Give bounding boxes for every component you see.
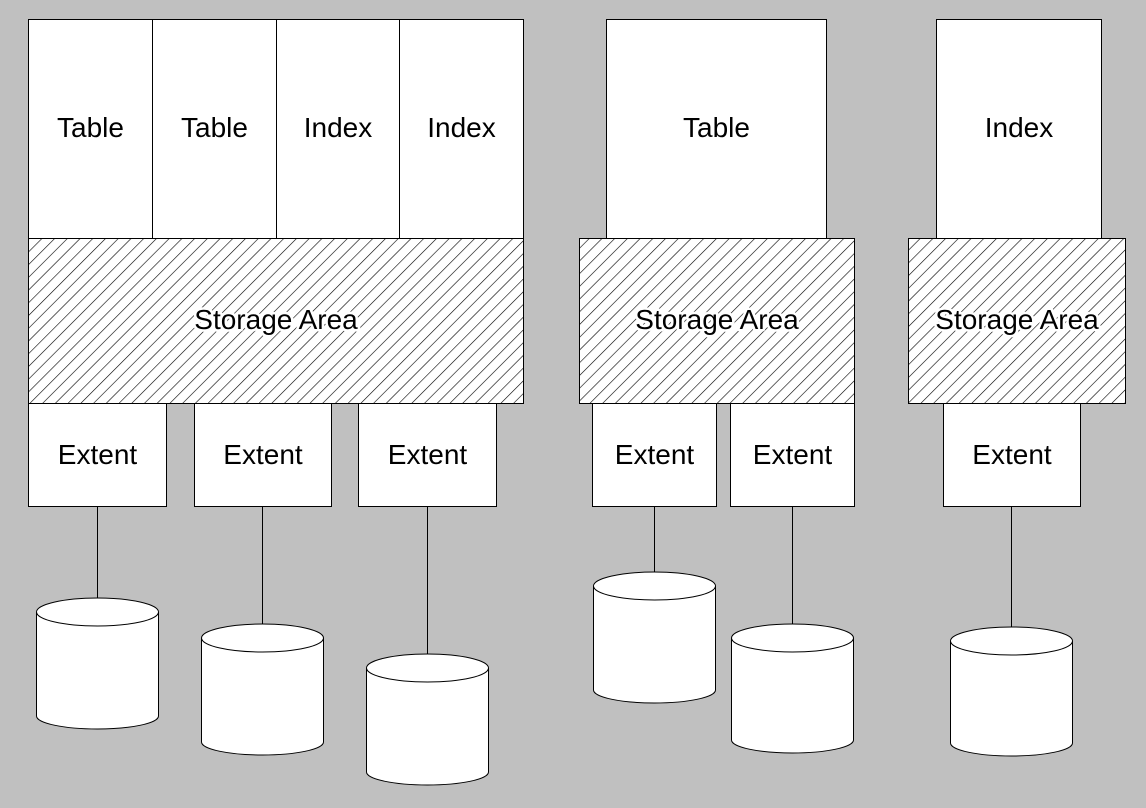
disk-cylinder-icon [593, 571, 716, 704]
extent-box: Extent [28, 403, 167, 507]
extent-label: Extent [388, 439, 468, 470]
disk-cylinder-icon [731, 623, 854, 754]
storage-area-label: Storage Area [635, 304, 799, 335]
storage-area-box: Storage Area [579, 238, 855, 404]
object-table-box: Table [28, 19, 153, 239]
object-table-box: Table [152, 19, 277, 239]
extent-label: Extent [615, 439, 695, 470]
disk-cylinder-icon [36, 597, 159, 730]
object-index-box: Index [399, 19, 524, 239]
extent-label: Extent [753, 439, 833, 470]
storage-area-box: Storage Area [908, 238, 1126, 404]
storage-area-label: Storage Area [935, 304, 1099, 335]
object-label: Table [57, 112, 124, 143]
storage-area-box: Storage Area [28, 238, 524, 404]
extent-box: Extent [194, 403, 332, 507]
extent-box: Extent [358, 403, 497, 507]
extent-box: Extent [730, 403, 855, 507]
object-label: Table [181, 112, 248, 143]
extent-label: Extent [223, 439, 303, 470]
disk-cylinder-icon [950, 626, 1073, 757]
object-table-box: Table [606, 19, 827, 239]
object-label: Index [304, 112, 373, 143]
extent-label: Extent [58, 439, 138, 470]
storage-group-2: Table Storage Area Extent Extent [579, 19, 855, 754]
disk-cylinder-icon [201, 623, 324, 756]
storage-area-label: Storage Area [194, 304, 358, 335]
object-label: Index [985, 112, 1054, 143]
object-label: Index [427, 112, 496, 143]
storage-group-1: Table Table Index Index Storage Area Ext… [28, 19, 524, 786]
extent-box: Extent [943, 403, 1081, 507]
object-label: Table [683, 112, 750, 143]
object-index-box: Index [276, 19, 400, 239]
extent-box: Extent [592, 403, 717, 507]
storage-group-3: Index Storage Area Extent [908, 19, 1126, 757]
extent-label: Extent [972, 439, 1052, 470]
object-index-box: Index [936, 19, 1102, 239]
disk-cylinder-icon [366, 653, 489, 786]
